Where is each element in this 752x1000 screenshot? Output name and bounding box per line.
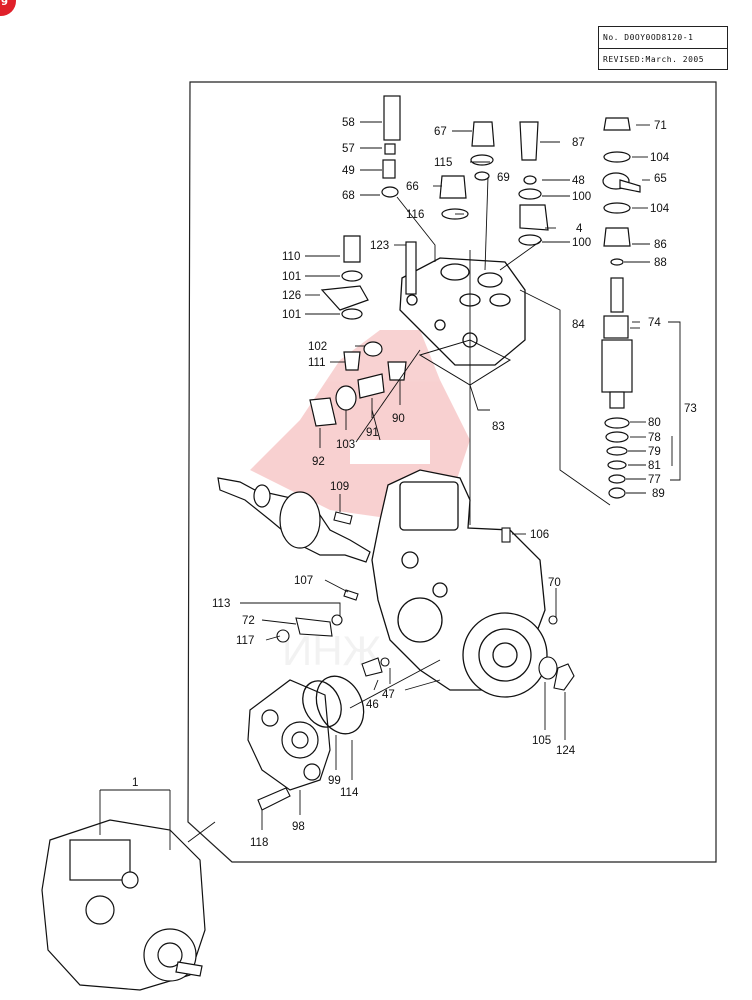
callout-label: 114 bbox=[340, 787, 359, 799]
callout-label: 110 bbox=[282, 251, 300, 263]
callout-label: 72 bbox=[242, 615, 255, 627]
feed-fittings bbox=[309, 95, 549, 427]
document-info-box: No. D0OY0OD8120-1 REVISED:March. 2005 bbox=[598, 26, 728, 70]
callout-label: 78 bbox=[648, 432, 661, 444]
small-parts bbox=[257, 511, 575, 811]
governor-assembly bbox=[247, 679, 331, 791]
callout-label: 116 bbox=[406, 209, 424, 221]
callout-label: 74 bbox=[648, 317, 661, 329]
callout-label: 111 bbox=[308, 357, 325, 369]
pump-overview-thumbnail bbox=[41, 819, 206, 991]
callout-label: 101 bbox=[282, 309, 301, 321]
callout-label: 4 bbox=[576, 223, 583, 235]
callout-label: 104 bbox=[650, 203, 670, 215]
callout-label: 77 bbox=[648, 474, 661, 486]
callout-label: 113 bbox=[212, 598, 230, 610]
callout-label: 102 bbox=[308, 341, 327, 353]
callout-label: 92 bbox=[312, 456, 325, 468]
pump-head-block bbox=[399, 257, 526, 366]
leader-lines bbox=[99, 121, 681, 850]
callout-label: 49 bbox=[342, 165, 355, 177]
callout-labels: 1 58 57 49 68 67 115 69 66 116 87 48 100… bbox=[132, 117, 697, 849]
callout-label: 86 bbox=[654, 239, 667, 251]
callout-label: 109 bbox=[330, 481, 349, 493]
callout-label: 47 bbox=[382, 689, 395, 701]
callout-label: 83 bbox=[492, 421, 505, 433]
callout-label: 68 bbox=[342, 190, 355, 202]
callout-label: 100 bbox=[572, 191, 591, 203]
callout-label: 81 bbox=[648, 460, 661, 472]
document-number: No. D0OY0OD8120-1 bbox=[603, 33, 694, 42]
callout-label: 65 bbox=[654, 173, 667, 185]
callout-label: 88 bbox=[654, 257, 667, 269]
callout-label: 101 bbox=[282, 271, 301, 283]
drive-shaft bbox=[217, 477, 371, 563]
callout-label: 117 bbox=[236, 635, 254, 647]
callout-label: 104 bbox=[650, 152, 670, 164]
gasket bbox=[418, 339, 512, 386]
callout-label: 70 bbox=[548, 577, 561, 589]
revision-date: REVISED:March. 2005 bbox=[599, 48, 727, 70]
callout-label: 105 bbox=[532, 735, 551, 747]
main-frame bbox=[187, 81, 717, 863]
callout-label: 80 bbox=[648, 417, 661, 429]
callout-label: 69 bbox=[497, 172, 510, 184]
callout-label: 46 bbox=[366, 699, 379, 711]
callout-label: 90 bbox=[392, 413, 405, 425]
callout-label: 98 bbox=[292, 821, 305, 833]
callout-label: 79 bbox=[648, 446, 661, 458]
callout-label: 89 bbox=[652, 488, 665, 500]
callout-label: 84 bbox=[572, 319, 585, 331]
callout-label: 126 bbox=[282, 290, 301, 302]
o-rings-governor bbox=[302, 675, 365, 735]
callout-label: 99 bbox=[328, 775, 341, 787]
callout-label: 91 bbox=[366, 427, 379, 439]
callout-label: 1 bbox=[132, 777, 138, 789]
callout-label: 48 bbox=[572, 175, 585, 187]
callout-label: 124 bbox=[556, 745, 576, 757]
callout-label: 106 bbox=[530, 529, 549, 541]
callout-label: 123 bbox=[370, 240, 389, 252]
callout-label: 67 bbox=[434, 126, 447, 138]
callout-label: 100 bbox=[572, 237, 591, 249]
callout-label: 71 bbox=[654, 120, 667, 132]
callout-label: 66 bbox=[406, 181, 419, 193]
callout-label: 103 bbox=[336, 439, 355, 451]
callout-label: 107 bbox=[294, 575, 313, 587]
delivery-valve-stack bbox=[601, 117, 641, 499]
callout-label: 115 bbox=[434, 157, 452, 169]
callout-label: 58 bbox=[342, 117, 355, 129]
callout-label: 57 bbox=[342, 143, 355, 155]
callout-label: 87 bbox=[572, 137, 585, 149]
pump-housing bbox=[371, 469, 548, 698]
callout-label: 73 bbox=[684, 403, 697, 415]
callout-label: 118 bbox=[250, 837, 268, 849]
